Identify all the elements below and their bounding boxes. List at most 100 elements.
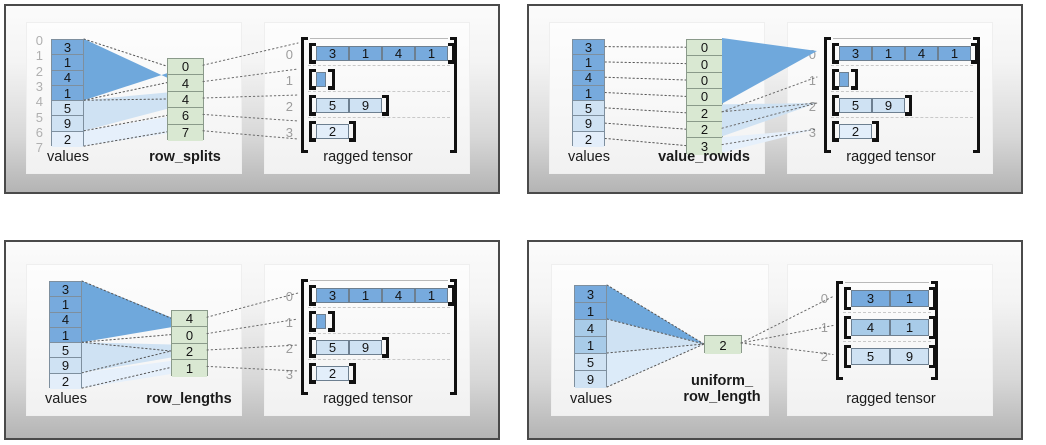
ragged-cell: 1 [872,45,905,61]
inner-bracket-right [872,120,879,142]
ragged-cell: 3 [316,287,349,303]
ragged-cell: 1 [938,45,971,61]
outer-bracket-left [824,37,831,153]
value-cell: 1 [50,297,81,313]
encoding-label-uniform_row_length: uniform_row_length [652,373,792,405]
inner-bracket-left [309,336,316,358]
value-cell: 3 [52,40,83,56]
row-separator [308,91,450,92]
inner-bracket-right [971,42,978,64]
meta-column-uniform_row_length: 2 [704,335,742,354]
value-cell: 4 [50,312,81,328]
row-separator [843,312,931,313]
inner-bracket-right [382,94,389,116]
values-label-row_splits: values [47,149,89,165]
meta-cell: 4 [172,311,207,328]
meta-cell: 2 [172,343,207,361]
meta-cell: 4 [168,75,203,92]
outer-bracket-left [836,281,843,380]
ragged-cell: 3 [316,45,349,61]
ragged-row-index: 1 [808,72,816,88]
ragged-cell: 4 [382,287,415,303]
row-separator [308,307,450,308]
inner-bracket-left [309,310,316,332]
ragged-label-row_lengths: ragged tensor [323,391,413,407]
ragged-cell: 9 [890,348,929,365]
row-separator [831,117,973,118]
value-cell: 2 [52,131,83,148]
inner-bracket-right [328,310,335,332]
fan-row_splits [83,38,168,147]
value-cell: 1 [573,85,604,102]
inner-bracket-right [382,336,389,358]
value-cell: 1 [575,303,606,320]
meta-cell: 0 [687,56,722,73]
value-cell: 1 [52,55,83,71]
meta-cell: 2 [687,121,722,139]
value-cell: 5 [52,101,83,117]
inner-bracket-right [349,120,356,142]
value-index-label: 7 [35,140,43,156]
meta-cell: 6 [168,108,203,125]
inner-bracket-left [309,362,316,384]
inner-bracket-right [929,345,936,368]
inner-bracket-left [832,42,839,64]
inner-bracket-right [349,362,356,384]
row-separator [831,91,973,92]
inner-bracket-left [309,68,316,90]
meta-cell: 1 [172,360,207,377]
value-index-label: 2 [35,63,43,79]
encoding-label-line2: row_length [683,389,761,406]
ragged-row-index: 0 [808,46,816,62]
ragged-cell: 4 [905,45,938,61]
ragged-cell: 5 [851,348,890,365]
value-index-label: 0 [35,33,43,48]
inner-bracket-right [929,287,936,310]
inner-bracket-right [448,42,455,64]
value-cell: 9 [573,116,604,132]
inner-bracket-left [832,68,839,90]
ragged-row-index: 0 [820,291,828,306]
row-separator [843,341,931,342]
empty-row-cell [316,71,326,87]
ragged-cell: 1 [349,45,382,61]
inner-bracket-right [905,94,912,116]
ragged-row-index: 0 [285,288,293,304]
outer-bracket-left [301,279,308,395]
ragged-cell: 4 [382,45,415,61]
meta-cell: 4 [168,91,203,109]
value-cell: 2 [50,373,81,390]
row-separator [308,333,450,334]
ragged-row-index: 3 [285,124,293,140]
value-index-label: 4 [35,94,43,110]
ragged-row-index: 2 [285,98,293,114]
values-label-uniform_row_length: values [570,391,612,407]
value-cell: 1 [575,337,606,354]
tensor-top-line [845,282,929,283]
inner-bracket-right [328,68,335,90]
inner-bracket-left [832,120,839,142]
fan-row_lengths [81,280,172,389]
value-index-label: 6 [35,124,43,140]
outer-bracket-right [973,37,980,153]
meta-cell: 2 [705,336,741,354]
inner-bracket-right [929,316,936,339]
inner-bracket-right [851,68,858,90]
value-cell: 1 [573,55,604,71]
outer-bracket-right [450,279,457,395]
ragged-row-index: 0 [285,46,293,62]
fan-value_rowids [604,46,687,147]
ragged-row-index: 2 [820,349,828,364]
ragged-cell: 5 [316,97,349,113]
